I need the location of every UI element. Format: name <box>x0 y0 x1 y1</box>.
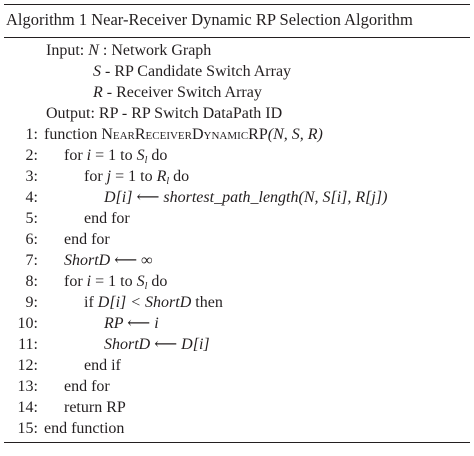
loop-bound: S <box>136 147 145 164</box>
end-for-statement: end for <box>64 378 110 395</box>
line-number: 2: <box>25 147 38 164</box>
assignment-statement: D[i] ⟵ shortest_path_length(N, S[i], R[j… <box>104 189 388 206</box>
keyword-function: function <box>44 126 102 143</box>
end-for-statement: end for <box>64 231 110 248</box>
line-number: 12: <box>17 357 38 374</box>
input-s-desc: - RP Candidate Switch Array <box>101 63 292 80</box>
end-for-statement: end for <box>84 210 130 227</box>
line-number: 1: <box>25 126 38 143</box>
return-statement: return RP <box>64 399 126 416</box>
line-number: 11: <box>18 336 38 353</box>
title-rule <box>4 37 470 38</box>
line-number: 9: <box>25 294 38 311</box>
top-rule <box>4 4 470 5</box>
line-number: 6: <box>25 231 38 248</box>
line-number: 7: <box>25 252 38 269</box>
assignment-statement: RP ⟵ i <box>104 315 159 332</box>
keyword-if: if <box>84 294 98 311</box>
line-number: 4: <box>25 189 38 206</box>
keyword-do: do <box>169 168 190 185</box>
line-number: 8: <box>25 273 38 290</box>
loop-bound-subscript: l <box>166 176 170 187</box>
if-condition: D[i] < ShortD <box>97 294 192 311</box>
output-label: Output: <box>46 105 95 122</box>
loop-range: = 1 to <box>91 273 137 290</box>
input-r-var: R <box>93 84 103 101</box>
input-r-desc: - Receiver Switch Array <box>102 84 262 101</box>
bottom-rule <box>4 442 470 443</box>
loop-var: i <box>86 147 92 164</box>
line-number: 5: <box>25 210 38 227</box>
function-args: (N, S, R) <box>267 126 323 143</box>
algorithm-title: Algorithm 1 Near-Receiver Dynamic RP Sel… <box>6 10 413 29</box>
keyword-for: for <box>64 147 87 164</box>
input-n-desc: : Network Graph <box>98 42 212 59</box>
loop-range: = 1 to <box>91 147 137 164</box>
keyword-then: then <box>191 294 223 311</box>
input-s-var: S <box>93 63 101 80</box>
loop-bound-subscript: l <box>144 155 148 166</box>
line-number: 3: <box>25 168 38 185</box>
loop-bound: R <box>156 168 167 185</box>
line-number: 14: <box>17 399 38 416</box>
end-function-statement: end function <box>44 420 125 437</box>
loop-range: = 1 to <box>111 168 157 185</box>
input-label: Input: <box>46 42 85 59</box>
keyword-for: for <box>64 273 87 290</box>
function-name: NearReceiverDynamicRP <box>101 126 268 143</box>
loop-bound: S <box>136 273 145 290</box>
keyword-for: for <box>84 168 107 185</box>
loop-bound-subscript: l <box>144 281 148 292</box>
output-desc: RP - RP Switch DataPath ID <box>94 105 283 122</box>
line-number: 10: <box>17 315 38 332</box>
loop-var: i <box>86 273 92 290</box>
end-if-statement: end if <box>84 357 121 374</box>
line-number: 13: <box>17 378 38 395</box>
assignment-statement: ShortD ⟵ D[i] <box>104 336 210 353</box>
line-number: 15: <box>17 420 38 437</box>
keyword-do: do <box>147 147 168 164</box>
loop-var: j <box>106 168 112 185</box>
assignment-statement: ShortD ⟵ ∞ <box>64 252 153 269</box>
input-n-var: N <box>88 42 99 59</box>
keyword-do: do <box>147 273 168 290</box>
